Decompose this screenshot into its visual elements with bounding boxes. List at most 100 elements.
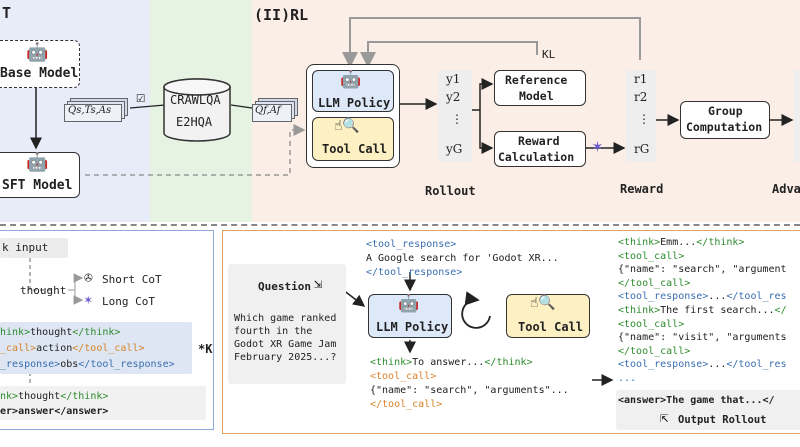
reward-caption: Reward (620, 182, 664, 196)
output-rollout-label: Output Rollout (678, 414, 767, 426)
trace-line: <tool_call> (618, 250, 685, 262)
trace-line: {"name": "search", "argument (618, 264, 787, 276)
short-cot-label: Short CoT (102, 273, 162, 286)
tool-icon: ☝🔍 (334, 118, 360, 134)
section-divider (0, 224, 800, 226)
answer-block (0, 386, 206, 420)
input-chip (0, 238, 68, 258)
sft-stage-label: T (2, 4, 12, 22)
reward-rG: rG (634, 142, 650, 156)
trace-line: <tool_response>...</tool_res (618, 359, 787, 371)
tool-call-box (506, 294, 590, 338)
kl-label: KL (542, 48, 556, 61)
advantage-column (794, 70, 800, 162)
reward-rdots: ⋮ (638, 112, 650, 126)
llm-policy-label: LLM Policy (318, 96, 391, 110)
reference-model-line2: Model (519, 89, 554, 103)
question-label: Question (258, 280, 311, 293)
openai-icon: ✇ (84, 270, 93, 286)
format-panel (0, 230, 214, 430)
trace-line: <think>The first search...</ (618, 305, 787, 316)
reference-model-box (494, 70, 586, 106)
data-card-stack (64, 98, 128, 122)
final-line-think: nk>thought</think> (0, 391, 109, 402)
input-label: k input (2, 241, 49, 254)
trace-line: {"name": "visit", "arguments (618, 332, 787, 344)
rollout-yG: yG (446, 142, 463, 156)
trace-line: <tool_call> (618, 318, 685, 330)
reward-r1: r1 (634, 72, 648, 86)
reward-r2: r2 (634, 90, 648, 104)
rollout-caption: Rollout (425, 184, 476, 198)
base-model-box (0, 40, 80, 88)
rl-data-card-stack (252, 98, 298, 122)
question-line3: Godot XR Game Jam (234, 339, 337, 350)
llm-policy-label: LLM Policy (376, 320, 449, 334)
loop-line-think: hink>thought</think> (0, 327, 121, 338)
robot-icon: 🤖 (26, 42, 49, 63)
sparkle-icon: ✶ (84, 292, 93, 308)
dataset-e2hqa: E2HQA (176, 115, 213, 129)
question-line4: February 2025...? (234, 352, 337, 363)
tool-call-json: {"name": "search", "arguments"... (370, 385, 569, 396)
thought-label: thought (20, 284, 67, 297)
llm-policy-box (312, 70, 394, 112)
final-answer-line: <answer>The game that...</ (618, 395, 775, 406)
rl-stage-label: (II)RL (254, 6, 309, 24)
tool-call-open: <tool_call> (370, 371, 437, 382)
final-answer-card (616, 390, 800, 430)
loop-line-response: _response>obs</tool_response> (0, 359, 175, 370)
rollout-panel (222, 230, 800, 434)
group-comp-line2: Computation (686, 120, 763, 134)
group-comp-line1: Group (708, 104, 743, 118)
trace-line: <tool_response>...</tool_res (618, 291, 787, 303)
tool-call-box (312, 117, 394, 161)
rollout-ydots: ⋮ (451, 112, 463, 126)
sft-model-box (0, 152, 80, 198)
trace-line: </tool_call> (618, 345, 691, 357)
sft-data-label: Qs,Ts,As (68, 105, 112, 116)
reward-values-column (626, 70, 656, 162)
database-icon (162, 78, 232, 142)
rollout-y2: y2 (446, 90, 461, 104)
robot-icon: 🤖 (26, 152, 49, 173)
rollout-trace: <think>Emm...</think> <tool_call> {"name":… (618, 236, 800, 386)
logout-icon: ⇱ (660, 410, 669, 426)
group-computation-box (680, 101, 770, 139)
tool-call-close: </tool_call> (370, 399, 443, 410)
dataset-crawlqa: CRAWLQA (170, 93, 221, 107)
reward-calc-line2: Calculation (498, 150, 575, 164)
robot-icon: 🤖 (340, 70, 362, 90)
reference-model-line1: Reference (505, 73, 568, 87)
checkbox-icon: ☑ (136, 88, 146, 106)
reward-calc-line1: Reward (518, 134, 560, 148)
login-icon: ⇲ (314, 276, 323, 292)
loop-block (0, 322, 192, 374)
sft-model-label: SFT Model (2, 178, 73, 193)
rollout-y1: y1 (446, 72, 461, 86)
long-cot-label: Long CoT (102, 295, 155, 308)
advantage-caption: Adva (772, 182, 800, 196)
tool-call-label: Tool Call (322, 142, 388, 156)
final-line-answer: er>answer</answer> (0, 406, 109, 417)
sparkle-icon: ✶ (592, 136, 603, 157)
trace-line: ... (618, 373, 637, 384)
tool-response-text: A Google search for 'Godot XR... (366, 253, 559, 264)
question-card (228, 264, 346, 384)
think-line: <think>To answer...</think> (370, 357, 533, 368)
tool-call-label: Tool Call (518, 320, 584, 334)
question-line1: Which game ranked (234, 313, 337, 324)
robot-icon: 🤖 (398, 294, 420, 314)
repeat-k-mark: *K (198, 342, 213, 356)
llm-policy-box (368, 294, 452, 338)
tool-icon: ☝🔍 (530, 295, 556, 311)
trace-line: <think>Emm...</think> (618, 237, 745, 248)
rollout-samples-column (438, 70, 472, 162)
question-line2: fourth in the (234, 326, 313, 337)
reward-calculation-box (494, 131, 586, 167)
tool-response-open: <tool_response> (366, 239, 457, 250)
loop-line-call: _call>action</tool_call> (0, 343, 145, 354)
rl-data-label: Qf,Af (255, 105, 281, 116)
trace-line: </tool_call> (618, 277, 691, 289)
